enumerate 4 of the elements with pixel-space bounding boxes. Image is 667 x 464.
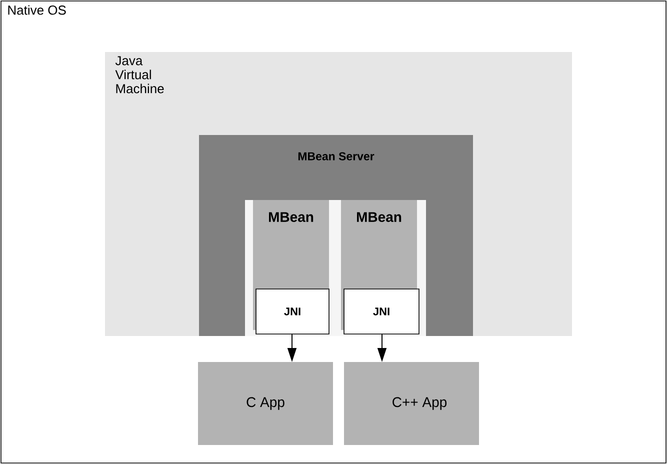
app-box: C App bbox=[198, 362, 333, 445]
jni-box: JNI bbox=[344, 288, 420, 334]
app-box: C++ App bbox=[344, 362, 479, 445]
jni-box: JNI bbox=[256, 288, 330, 334]
